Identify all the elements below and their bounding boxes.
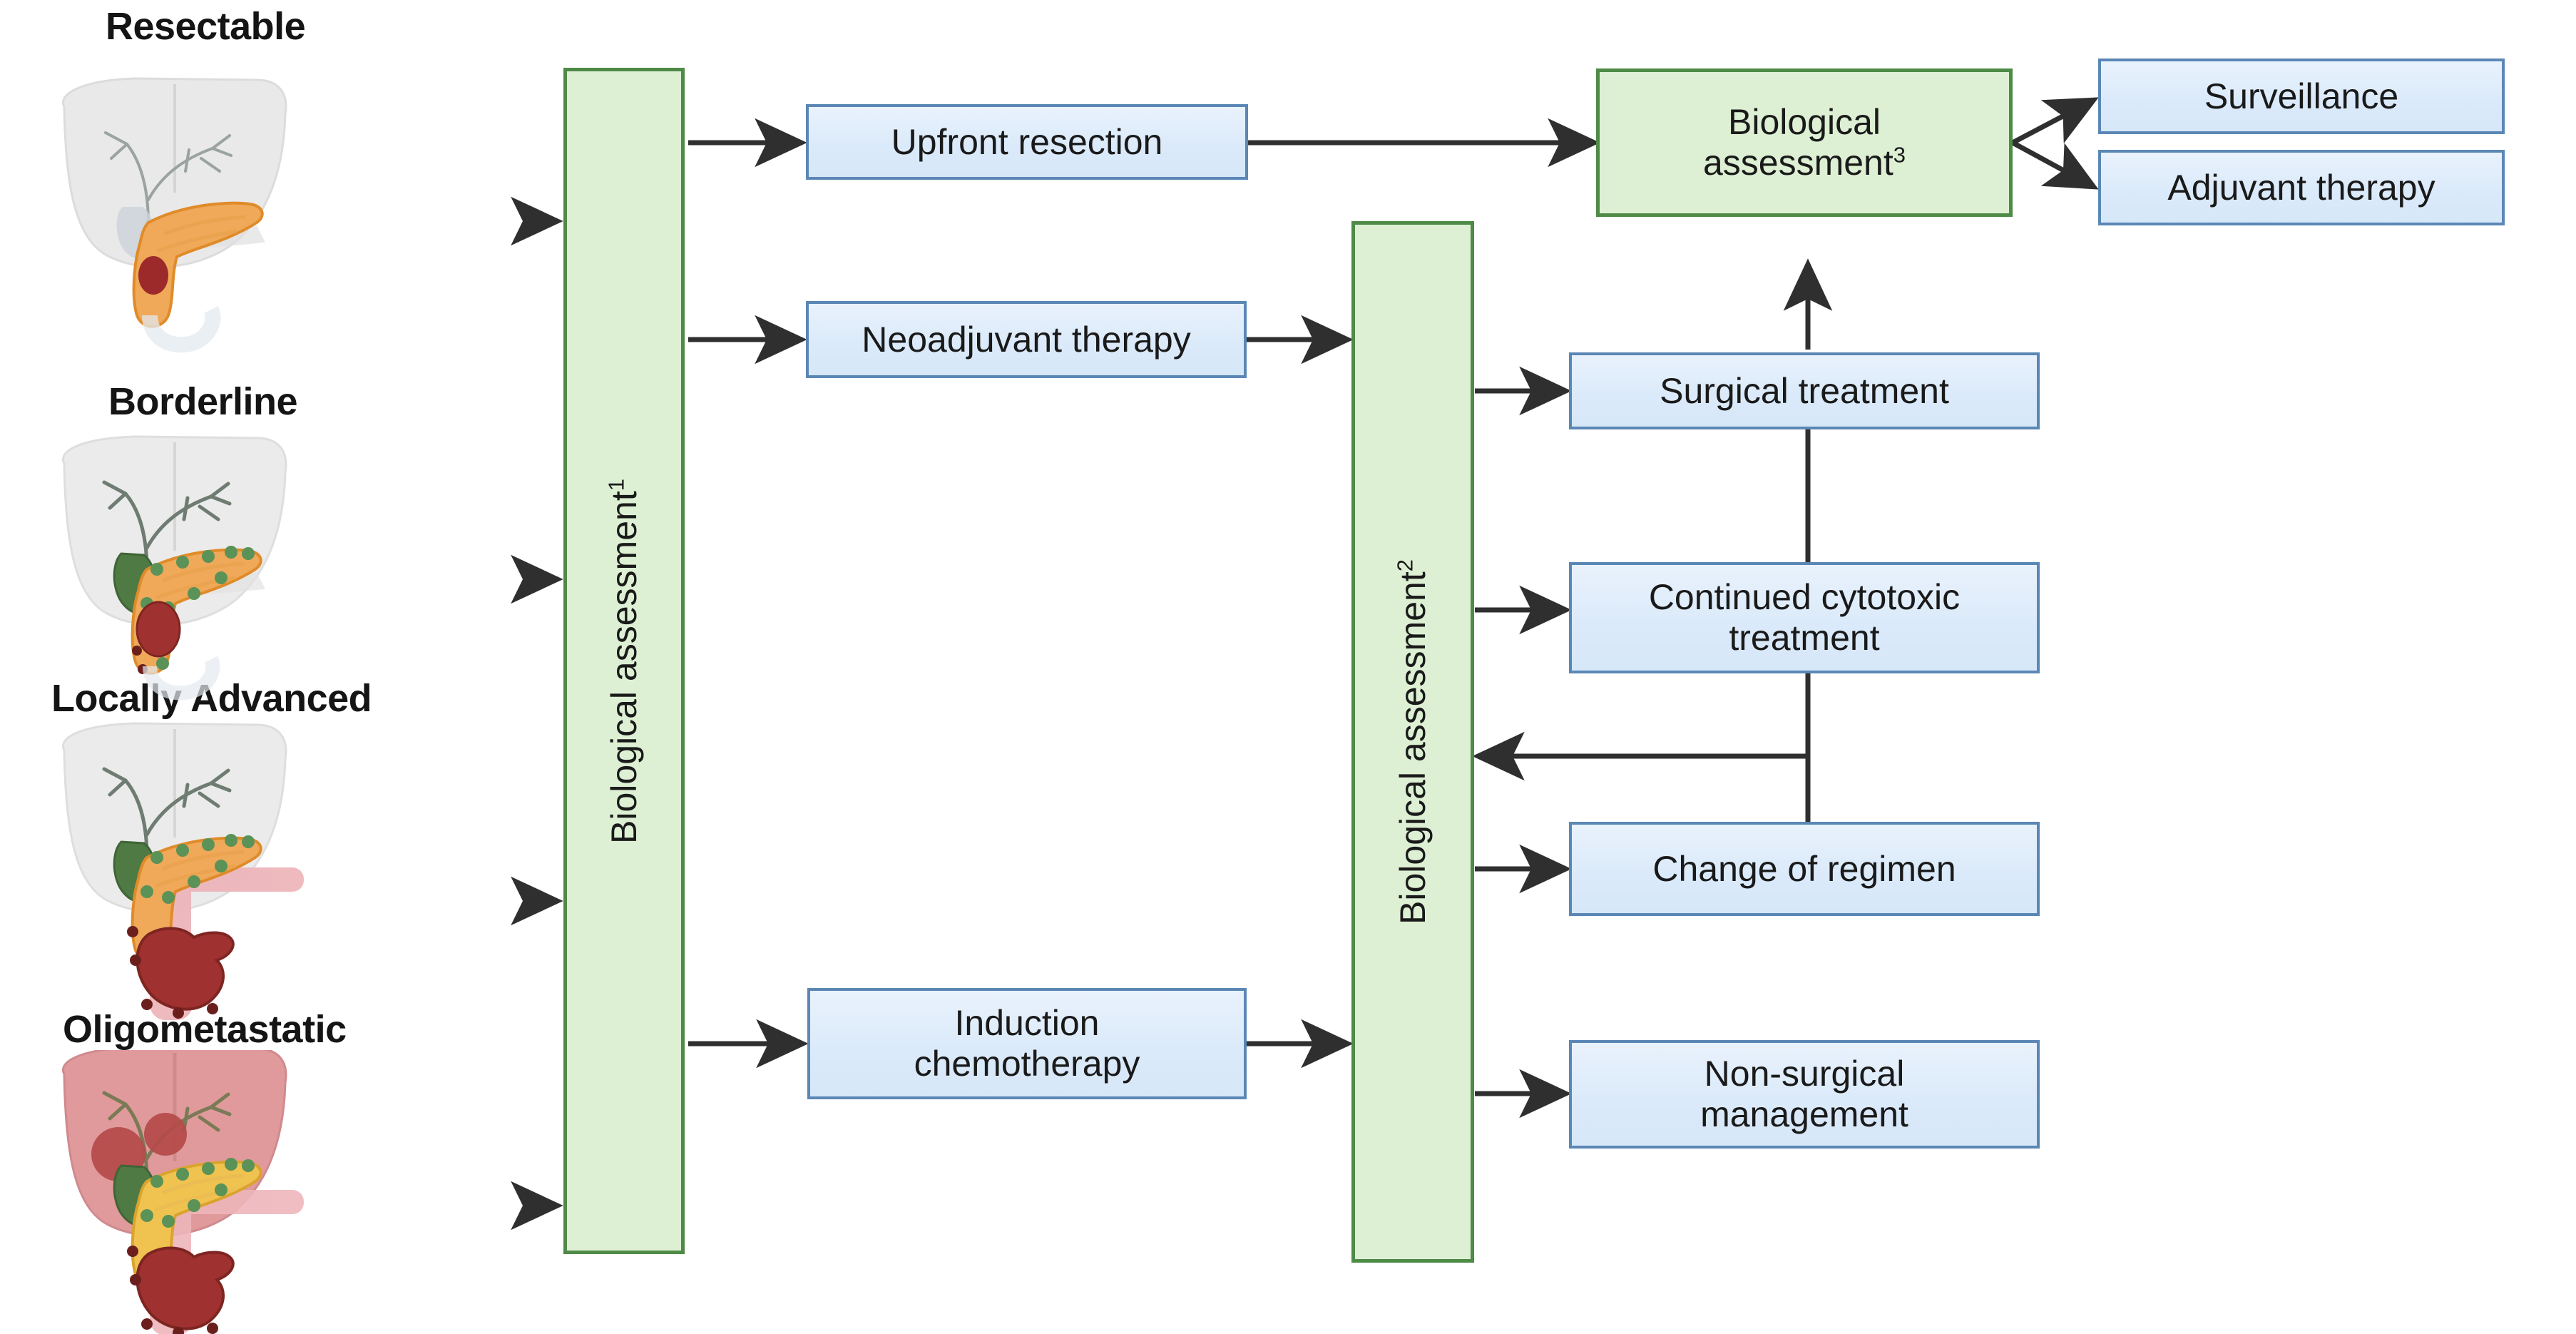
biological-assessment-2-column[interactable]: Biological assessment2 [1351,221,1474,1263]
biological-assessment-2-label: Biological assessment2 [1392,559,1433,925]
node-upfront-resection[interactable]: Upfront resection [806,104,1248,180]
node-surgical-treatment-label: Surgical treatment [1660,370,1949,411]
node-change-of-regimen-label: Change of regimen [1652,848,1956,889]
node-change-of-regimen[interactable]: Change of regimen [1569,822,2040,916]
node-induction-chemotherapy[interactable]: Induction chemotherapy [807,988,1247,1099]
node-biological-assessment-3-label: Biological assessment3 [1702,102,1906,183]
node-non-surgical-management-label: Non-surgical management [1700,1054,1908,1134]
liver-pancreas-resectable-icon [62,77,287,353]
liver-pancreas-oligometastatic-icon [62,1050,304,1334]
node-upfront-resection-label: Upfront resection [891,121,1163,162]
stage-label-resectable: Resectable [106,5,306,48]
node-biological-assessment-3[interactable]: Biological assessment3 [1596,68,2013,217]
node-continued-cytotoxic-treatment-label: Continued cytotoxic treatment [1648,577,1961,658]
node-surgical-treatment[interactable]: Surgical treatment [1569,352,2040,429]
node-adjuvant-therapy[interactable]: Adjuvant therapy [2098,150,2505,225]
node-surveillance[interactable]: Surveillance [2098,58,2505,134]
liver-pancreas-borderline-icon [62,435,287,701]
node-adjuvant-therapy-label: Adjuvant therapy [2167,167,2436,208]
liver-pancreas-locally-advanced-icon [62,722,304,1020]
node-induction-chemotherapy-label: Induction chemotherapy [914,1003,1140,1084]
stage-label-oligometastatic: Oligometastatic [63,1008,347,1051]
node-continued-cytotoxic-treatment[interactable]: Continued cytotoxic treatment [1569,562,2040,673]
node-non-surgical-management[interactable]: Non-surgical management [1569,1040,2040,1149]
node-neoadjuvant-therapy-label: Neoadjuvant therapy [862,319,1191,360]
stage-label-borderline: Borderline [108,380,298,423]
node-surveillance-label: Surveillance [2204,76,2399,116]
biological-assessment-1-label: Biological assessment1 [603,478,644,844]
biological-assessment-1-column[interactable]: Biological assessment1 [563,68,685,1254]
node-neoadjuvant-therapy[interactable]: Neoadjuvant therapy [806,301,1247,378]
